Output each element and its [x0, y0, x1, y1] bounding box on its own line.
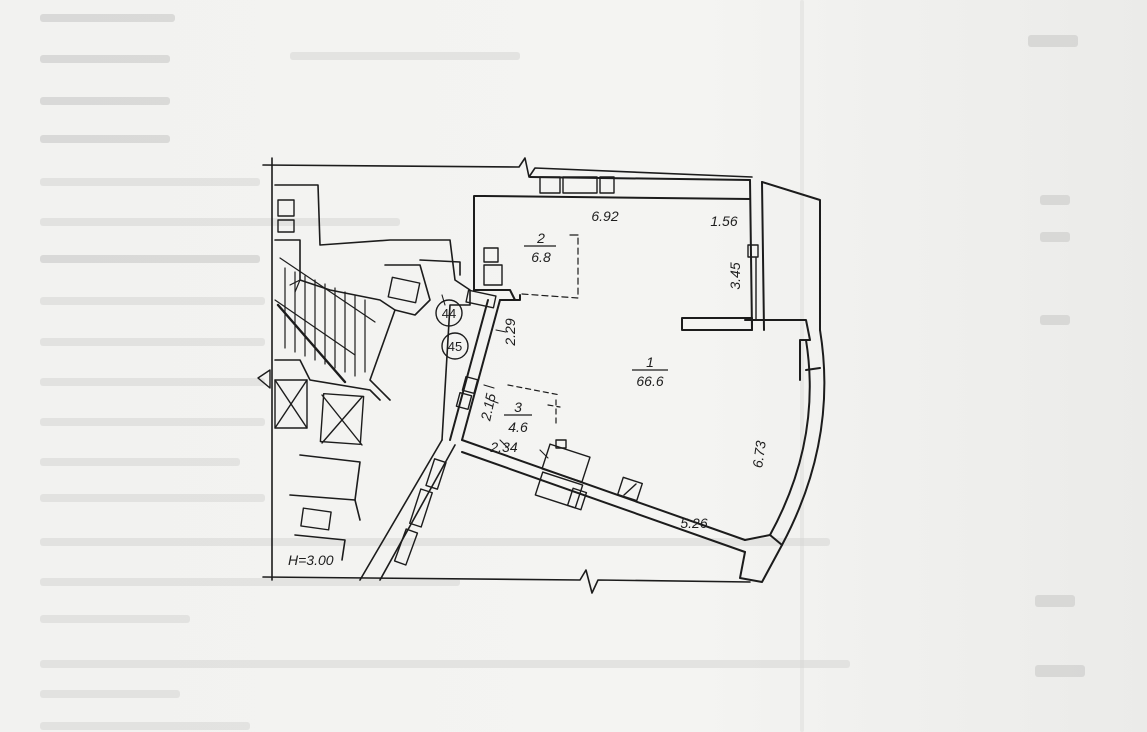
- dim-room-3-bottom: 2.34: [489, 439, 517, 455]
- dim-room-3-side: 2.15: [477, 392, 499, 423]
- dim-corridor: 2.29: [502, 318, 518, 346]
- ceiling-height-note: H=3.00: [288, 552, 334, 568]
- marker-45: [441, 332, 469, 360]
- room-2-number: 2: [536, 230, 545, 246]
- right-neighbour-wall: [761, 181, 821, 201]
- ventilation-ducts: [277, 176, 759, 566]
- room-3-number: 3: [514, 399, 522, 415]
- dim-bottom-wall: 5.26: [680, 515, 707, 531]
- dimension-ticks: [441, 294, 549, 459]
- room-3-area: 4.6: [508, 419, 528, 435]
- dim-right-upper: 3.45: [727, 262, 743, 289]
- neighbour-structure: [257, 176, 759, 581]
- marker-44-label: 44: [442, 306, 456, 321]
- room-2-dashed-outline: [521, 234, 579, 299]
- plan-boundary: [262, 157, 753, 594]
- elevator-shafts: [257, 369, 365, 446]
- marker-44: [435, 299, 463, 327]
- room-1-number: 1: [646, 354, 654, 370]
- marker-45-label: 45: [448, 339, 462, 354]
- staircase: [274, 257, 376, 384]
- room-3-dashed-marks: [507, 384, 561, 426]
- room-1-area: 66.6: [636, 373, 663, 389]
- markers: [435, 299, 469, 360]
- apartment-walls: [449, 176, 826, 583]
- room-2-area: 6.8: [531, 249, 551, 265]
- dim-right-curved: 6.73: [749, 439, 769, 468]
- dim-top-right: 1.56: [710, 213, 737, 229]
- dim-top-room-2: 6.92: [591, 208, 618, 224]
